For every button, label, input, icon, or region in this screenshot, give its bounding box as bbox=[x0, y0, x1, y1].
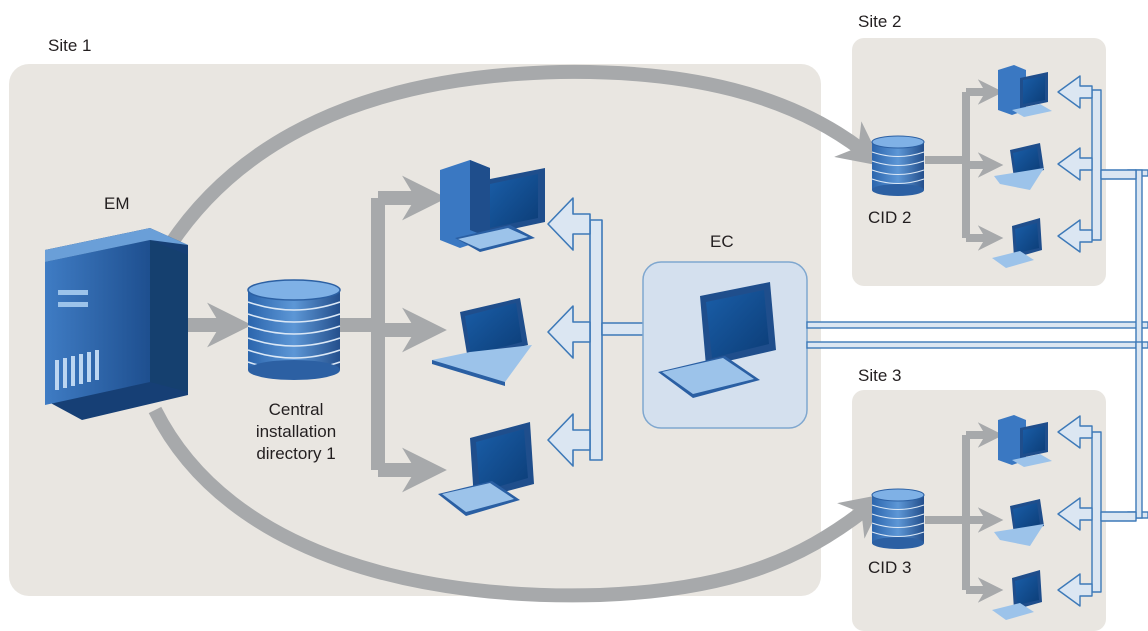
cid1-label: Central installation directory 1 bbox=[236, 399, 356, 465]
laptop-icon bbox=[432, 298, 532, 386]
ec-arrows-site1 bbox=[547, 197, 651, 467]
ec-arrows-site3 bbox=[1057, 415, 1137, 607]
cid3-label: CID 3 bbox=[868, 558, 912, 577]
site3-tower-desktop-icon bbox=[998, 415, 1052, 467]
site3-laptop-icon bbox=[994, 499, 1044, 546]
site2-tower-desktop-icon bbox=[998, 65, 1052, 117]
em-label: EM bbox=[104, 194, 130, 213]
cid1-label-line3: directory 1 bbox=[256, 444, 336, 463]
em-server-icon bbox=[45, 228, 188, 420]
cid1-database-icon bbox=[247, 279, 341, 380]
ec-computer-icon bbox=[658, 282, 776, 398]
site-3-label: Site 3 bbox=[858, 366, 902, 385]
monitor-keyboard-icon bbox=[438, 422, 534, 516]
cid2-database-icon bbox=[871, 135, 925, 196]
cid1-label-line1: Central bbox=[268, 400, 324, 419]
site-1-label: Site 1 bbox=[48, 36, 92, 55]
site-2-label: Site 2 bbox=[858, 12, 902, 31]
cid2-label: CID 2 bbox=[868, 208, 912, 227]
cid3-database-icon bbox=[871, 488, 925, 549]
site2-monitor-keyboard-icon bbox=[992, 218, 1042, 268]
cid1-label-line2: installation bbox=[255, 422, 337, 441]
tower-desktop-icon bbox=[440, 160, 545, 252]
ec-links-to-remote-sites bbox=[806, 169, 1148, 519]
site2-laptop-icon bbox=[994, 143, 1044, 190]
site3-monitor-keyboard-icon bbox=[992, 570, 1042, 620]
arrow-em-to-cid2 bbox=[164, 64, 884, 249]
cid1-distribution-arrows bbox=[340, 175, 447, 493]
cid2-distribution-arrows bbox=[925, 79, 1004, 251]
ec-arrows-site2 bbox=[1057, 75, 1137, 253]
cid3-distribution-arrows bbox=[925, 422, 1004, 603]
ec-label: EC bbox=[710, 232, 734, 251]
arrow-em-to-cid3 bbox=[148, 406, 887, 603]
